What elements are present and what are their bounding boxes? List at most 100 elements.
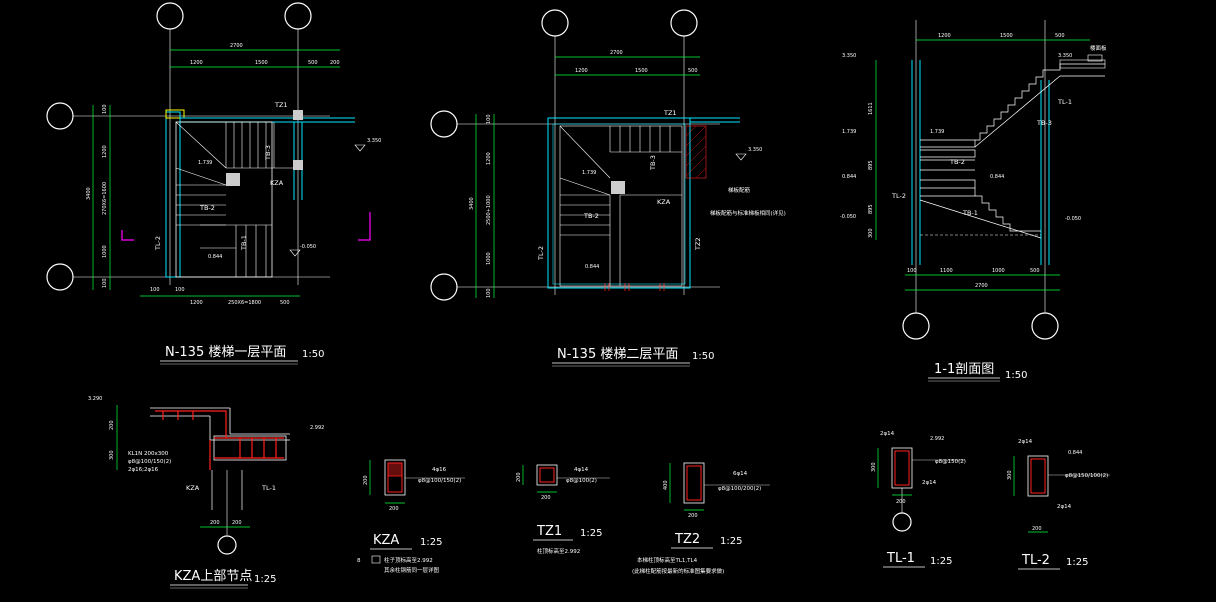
axis-bubble: [902, 312, 930, 340]
dim-1: 200: [109, 420, 115, 430]
dim-h: 400: [663, 480, 669, 490]
axis-bubble: [430, 273, 458, 301]
scale-tl1: 1:25: [930, 556, 952, 567]
dim-left-4: 1000: [102, 245, 108, 258]
dim-left-3: 270X6=1600: [102, 182, 108, 215]
stirrup: [387, 462, 403, 493]
dim-bottom-4: 500: [1030, 268, 1040, 274]
note-1: 柱子顶标高至2.992: [384, 556, 433, 564]
wall: [552, 123, 686, 285]
scale-tz2: 1:25: [720, 536, 742, 547]
label-elev-2: 1.739: [198, 160, 212, 166]
dim-left-2: 1200: [486, 152, 492, 165]
label-elev-2: 1.739: [582, 170, 596, 176]
dim-top-2: 1500: [255, 60, 268, 66]
dim-w: 200: [688, 513, 698, 519]
note-2: 梯板配筋与标准梯板相同(详见): [710, 209, 786, 217]
rebar-ticks: [604, 283, 665, 291]
stair-treads-upper: [225, 122, 294, 169]
label-tl2: TL-2: [891, 192, 906, 200]
section-1-1: 1200 1500 500 1611 895 895 3: [840, 20, 1107, 382]
dim-w: 200: [389, 506, 399, 512]
dim-top-1: 1200: [938, 33, 951, 39]
rebar-2: φ8@100(2): [566, 478, 597, 484]
dim-left-4: 1000: [486, 252, 492, 265]
title-section: 1-1剖面图: [934, 362, 994, 377]
dim-bottom-3: 500: [280, 300, 290, 306]
title-kza-node: KZA上部节点: [174, 569, 252, 584]
note: 柱顶标高至2.992: [537, 547, 580, 555]
dim-left-2: 1200: [102, 145, 108, 158]
label-elev-1: 3.350: [748, 147, 762, 153]
dim-h: 300: [1007, 470, 1013, 480]
elevation-marker: [289, 249, 301, 257]
wall: [547, 117, 691, 289]
note-2: 其余柱钢筋同一层详图: [384, 566, 440, 574]
rebar-2: φ8@100/200(2): [718, 486, 761, 492]
title-plan-2: N-135 楼梯二层平面: [557, 347, 678, 362]
stair-treads-lower: [176, 184, 272, 277]
dim-bottom-1: 1200: [190, 300, 203, 306]
section-outline: [384, 459, 406, 496]
rebar-1: 4φ16: [432, 467, 447, 473]
dim-bottom-2: 200: [232, 520, 242, 526]
stair-treads: [559, 125, 683, 287]
note-1: 本梯柱顶标高至TL1,TL4: [637, 556, 698, 564]
hatching: [685, 125, 707, 179]
dim-bottom-1: 100: [907, 268, 917, 274]
tl1-detail: 300 200 2φ14 2.992 φ8@150(2) 2φ14 TL-1 1…: [871, 431, 966, 568]
label-roof: 楼面板: [1090, 44, 1107, 52]
bottom-bars: 2φ14: [1057, 504, 1072, 510]
scale-kza: 1:25: [420, 537, 442, 548]
dim-w: 200: [541, 495, 551, 501]
axis-bubble: [670, 9, 698, 37]
label-tz1: TZ1: [663, 109, 677, 117]
label-tb1: TB-1: [240, 235, 248, 251]
rebar-1: 4φ14: [574, 467, 589, 473]
label-kza: KZA: [657, 198, 671, 206]
label-tl1: TL-1: [261, 484, 276, 492]
label-tl2: TL-2: [537, 246, 545, 261]
axis-bubble: [217, 535, 237, 555]
dim-top-2: 1500: [635, 68, 648, 74]
stirrup: [1030, 458, 1046, 494]
stair-flights: [919, 63, 1105, 239]
dim-top-4: 200: [330, 60, 340, 66]
elev: 0.844: [1068, 450, 1082, 456]
stair-break-line: [175, 167, 227, 186]
stirrup-label: φ8@150(2): [935, 459, 966, 465]
dim-left-total: 3400: [86, 187, 92, 200]
dim-top-2: 1500: [1000, 33, 1013, 39]
stair-break-line: [175, 121, 227, 169]
label-elev-bottom: -0.050: [1065, 216, 1081, 222]
label-elev-1: 3.350: [367, 138, 381, 144]
dim-left-1: 1611: [868, 102, 874, 115]
dim-bottom-2: 1100: [940, 268, 953, 274]
plan-1: 2700 1200 1500 500 200 3400 100 1200 270…: [46, 2, 381, 365]
label-elev-3: 0.844: [208, 254, 222, 260]
scale-plan-2: 1:50: [692, 351, 714, 362]
kza-node: 3.290 2.992 200 300 KL1N 200x300 φ8@100/…: [88, 396, 324, 589]
kza-detail: 200 200 4φ16 φ8@100/150(2) KZA 1:25 8 柱子…: [357, 459, 465, 574]
beam-note-1: KL1N 200x300: [128, 451, 169, 457]
bottom-bars: 2φ14: [922, 480, 937, 486]
dim-bottom-3: 1000: [992, 268, 1005, 274]
dim-top-total: 2700: [610, 50, 623, 56]
hatched-core: [387, 462, 403, 477]
dim-left-5: 100: [102, 278, 108, 288]
title-plan-1: N-135 楼梯一层平面: [165, 345, 286, 360]
label-tb3: TB-3: [264, 145, 272, 161]
section-outline: [536, 464, 558, 486]
stair-outline: [175, 121, 273, 278]
axis-bubble: [541, 9, 569, 37]
label-tb1: TB-1: [962, 209, 978, 217]
axis-bubble: [1031, 312, 1059, 340]
column-kza: [226, 173, 240, 186]
dim-left-total: 3400: [469, 197, 475, 210]
dim-top-1: 1200: [190, 60, 203, 66]
title-tl2: TL-2: [1021, 553, 1050, 568]
note-num: 8: [357, 558, 361, 564]
dim-h: 300: [871, 462, 877, 472]
label-elev-4: -0.050: [300, 244, 316, 250]
